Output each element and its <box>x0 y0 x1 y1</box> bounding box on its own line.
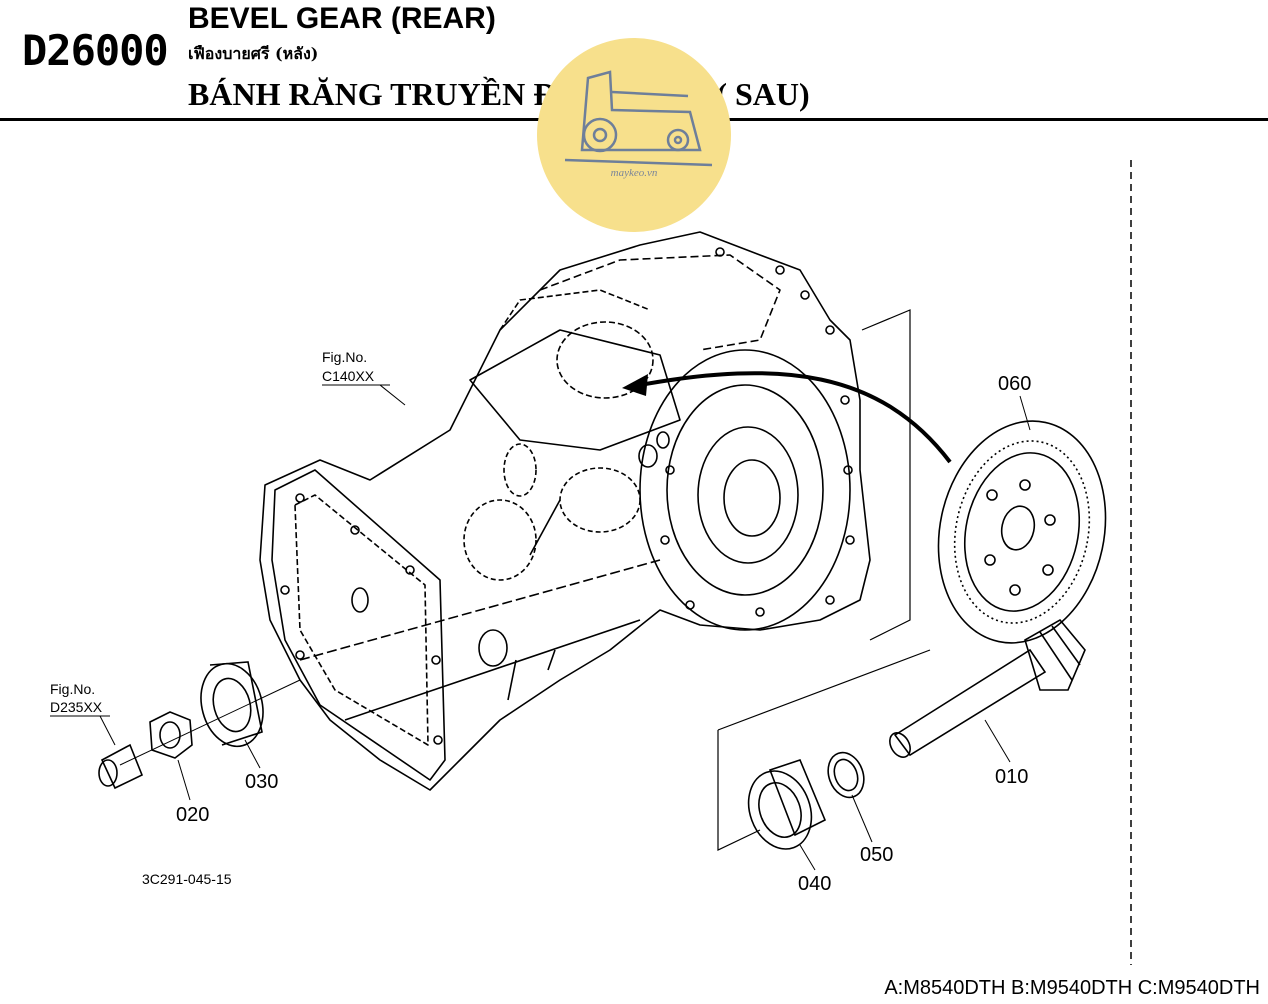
fig-ref-leader-2 <box>99 715 116 746</box>
leader-040 <box>799 844 816 871</box>
part-060-ring-gear <box>937 420 1107 644</box>
drawing-number: 3C291-045-15 <box>142 871 232 887</box>
watermark-text: maykeo.vn <box>611 167 658 179</box>
title-english: BEVEL GEAR (REAR) <box>188 2 496 35</box>
assembly-arrow <box>639 371 952 464</box>
fig-ref-code-2: D235XX <box>50 699 103 715</box>
leader-010 <box>984 719 1011 763</box>
fig-ref-code-1: C140XX <box>322 368 375 384</box>
callout-010: 010 <box>995 766 1028 788</box>
tractor-icon <box>564 70 713 167</box>
callout-030: 030 <box>245 771 278 793</box>
fig-ref-label-2: Fig.No. <box>50 681 95 697</box>
part-collar <box>98 743 144 790</box>
part-020-nut <box>149 711 193 759</box>
leader-050 <box>851 794 873 843</box>
callout-060: 060 <box>998 373 1031 395</box>
part-030-bearing <box>200 661 264 748</box>
callout-020: 020 <box>176 804 209 826</box>
leader-030 <box>244 739 261 769</box>
reference-brackets <box>717 309 931 851</box>
callout-050: 050 <box>860 844 893 866</box>
part-040-bearing <box>747 759 827 850</box>
axis-line <box>119 679 301 766</box>
transmission-housing <box>259 231 871 791</box>
fig-ref-leader-1 <box>379 384 406 406</box>
watermark-logo: maykeo.vn <box>537 38 731 232</box>
section-code: D26000 <box>22 26 169 75</box>
part-050-shim <box>827 751 865 799</box>
arrow-head <box>622 374 648 396</box>
callout-040: 040 <box>798 873 831 895</box>
model-list: A:M8540DTH B:M9540DTH C:M9540DTH <box>884 977 1260 999</box>
leader-060 <box>1019 395 1031 431</box>
title-thai: เฟืองบายศรี (หลัง) <box>188 44 319 63</box>
leader-020 <box>177 759 191 801</box>
watermark-circle <box>537 38 731 232</box>
fig-ref-label-1: Fig.No. <box>322 349 367 365</box>
part-010-pinion-shaft <box>889 618 1086 758</box>
